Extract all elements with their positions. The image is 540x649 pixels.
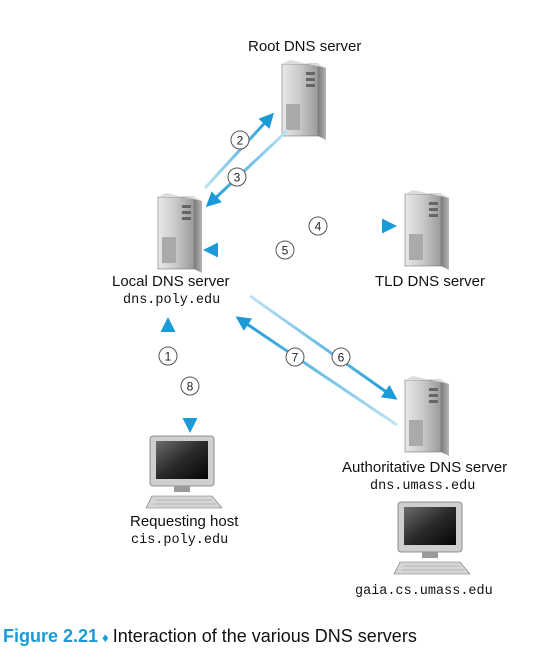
step-badge-3: 3: [227, 167, 247, 187]
requesting-host-label: Requesting host: [130, 513, 239, 530]
svg-text:1: 1: [165, 350, 172, 364]
arrow-step-6: [249, 294, 398, 400]
figure-caption: Figure 2.21♦Interaction of the various D…: [3, 626, 417, 647]
local-server-icon: [157, 193, 202, 273]
svg-text:3: 3: [234, 171, 241, 185]
step-badge-8: 8: [180, 376, 200, 396]
gaia-host-computer-icon: [393, 501, 471, 575]
authoritative-server-label: Authoritative DNS server: [342, 459, 508, 476]
svg-text:5: 5: [282, 244, 289, 258]
root-server-label: Root DNS server: [248, 38, 362, 55]
root-server-icon: [281, 60, 326, 140]
arrow-step-2: [203, 112, 275, 190]
authoritative-server-icon: [404, 376, 449, 456]
step-badge-2: 2: [230, 130, 250, 150]
requesting-host-hostname: cis.poly.edu: [131, 533, 229, 548]
step-badge-7: 7: [285, 347, 305, 367]
step-badge-4: 4: [308, 216, 328, 236]
step-badge-5: 5: [275, 240, 295, 260]
gaia-host-hostname: gaia.cs.umass.edu: [355, 584, 493, 599]
svg-text:8: 8: [187, 380, 194, 394]
tld-server-icon: [404, 190, 449, 270]
figure-number: Figure 2.21: [3, 626, 99, 646]
svg-text:2: 2: [237, 134, 244, 148]
svg-text:4: 4: [315, 220, 322, 234]
step-badge-1: 1: [158, 346, 178, 366]
caption-text: Interaction of the various DNS servers: [112, 626, 417, 646]
arrow-step-3: [205, 128, 290, 208]
local-server-label: Local DNS server: [112, 273, 230, 290]
svg-text:7: 7: [292, 351, 299, 365]
authoritative-server-hostname: dns.umass.edu: [370, 479, 476, 494]
tld-server-label: TLD DNS server: [375, 273, 486, 290]
caption-separator-icon: ♦: [102, 630, 109, 645]
svg-text:6: 6: [338, 351, 345, 365]
step-badge-6: 6: [331, 347, 351, 367]
requesting-host-computer-icon: [145, 435, 223, 509]
local-server-hostname: dns.poly.edu: [123, 293, 221, 308]
arrow-step-7: [235, 316, 398, 427]
